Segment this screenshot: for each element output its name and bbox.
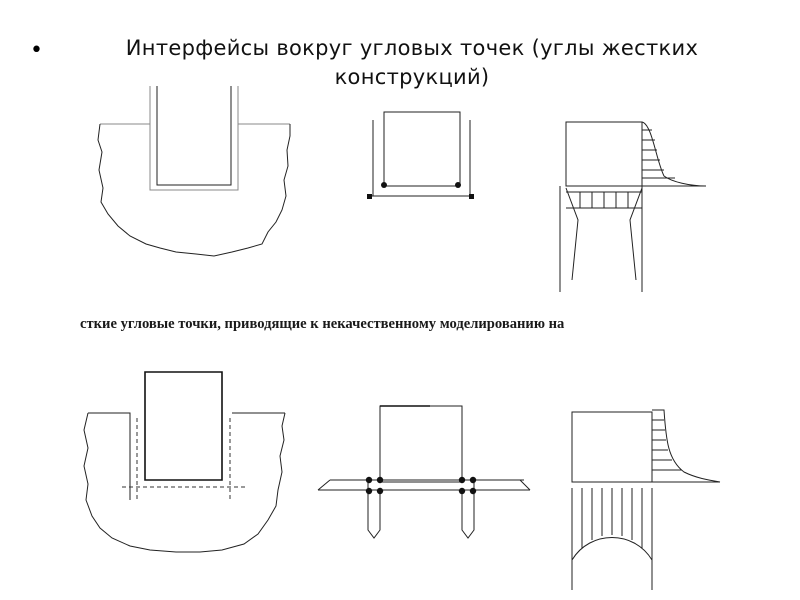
- figure-bottom-3-stress-diagram: [571, 409, 721, 590]
- figure-bottom-2-box-double-nodes: [317, 405, 531, 539]
- bullet-marker: •: [30, 38, 43, 63]
- figure-caption: сткие угловые точки, приводящие к некаче…: [80, 316, 565, 332]
- figure-top-3-stress-diagram: [559, 121, 707, 292]
- figure-top-1-u-body-with-column: [97, 86, 291, 257]
- figure-top-2-box-with-nodes: [367, 111, 474, 199]
- slide-title: Интерфейсы вокруг угловых точек (углы же…: [125, 36, 699, 89]
- figure-bottom-1-u-body-dashed: [83, 371, 286, 553]
